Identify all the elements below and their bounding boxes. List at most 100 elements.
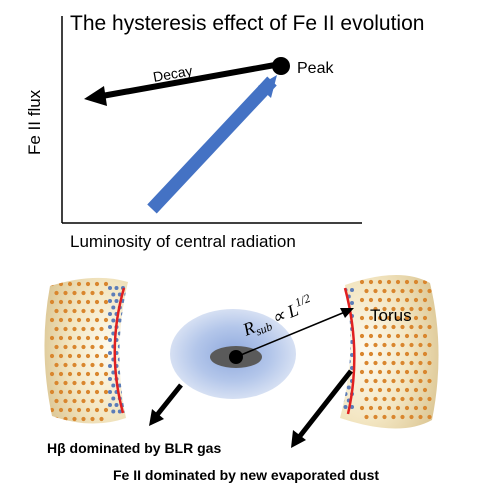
dust-grain [54,290,59,296]
dust-grain [63,416,68,422]
dust-grain [382,324,387,330]
dust-grain [368,405,374,411]
evaporated-dust-grain [111,370,116,375]
dust-grain [373,342,378,348]
evaporated-dust-grain [324,353,328,357]
evaporated-dust-grain [324,288,328,292]
dust-grain [81,362,86,368]
dust-grain [67,407,73,413]
dust-grain [99,326,104,332]
evaporated-dust-grain [131,319,135,323]
dust-grain [404,387,410,393]
dust-grain [422,333,428,339]
evaporated-dust-grain [111,318,116,323]
right-torus-body [340,274,439,429]
dust-grain [90,344,95,350]
evaporated-dust-grain [346,346,351,351]
evaporated-dust-grain [144,332,148,336]
dust-grain [85,371,91,377]
dust-grain [382,396,387,402]
dust-grain [382,288,387,294]
evaporated-dust-grain [127,286,128,290]
evaporated-dust-grain [327,295,331,299]
left-torus-body [44,277,128,424]
dust-grain [391,396,396,402]
dust-grain [99,416,104,422]
evaporated-dust-grain [124,383,128,388]
evaporated-dust-grain [131,345,135,349]
dust-grain [72,362,77,368]
evaporated-dust-grain [127,312,128,316]
dust-grain [368,351,374,357]
dust-grain [63,290,68,296]
evaporated-dust-grain [108,286,112,290]
dust-grain [58,335,64,341]
evaporated-dust-grain [144,410,148,414]
evaporated-dust-grain [131,293,135,297]
evaporated-dust-grain [346,385,351,390]
dust-grain [404,297,410,303]
dust-grain [422,279,428,285]
dust-grain [99,290,104,296]
dust-grain [67,281,73,287]
dust-grain [413,297,419,303]
evaporated-dust-grain [350,301,354,305]
evaporated-dust-grain [324,301,328,305]
evaporated-dust-grain [117,409,122,414]
evaporated-dust-grain [340,288,341,292]
dust-grain [418,396,423,402]
dust-grain [81,326,86,332]
dust-grain [382,378,387,384]
dust-grain [54,398,59,404]
evaporated-dust-grain [340,398,345,403]
dust-grain [400,360,405,366]
dust-grain [404,351,410,357]
dust-grain [63,308,68,314]
dust-grain [359,279,365,285]
dust-grain [94,299,100,305]
dust-grain [413,387,419,393]
evaporated-dust-grain [334,399,338,403]
evaporated-dust-grain [343,392,348,396]
dust-grain [368,387,374,393]
dust-grain [364,360,369,366]
dust-grain [377,369,383,375]
dust-grain [395,333,401,339]
dust-grain [386,333,392,339]
evaporated-dust-grain [334,334,338,338]
dust-grain [76,389,82,395]
dust-grain [81,416,86,422]
evaporated-dust-grain [137,306,141,310]
dust-grain [81,308,86,314]
dust-grain [94,353,100,359]
evaporated-dust-grain [121,338,125,342]
evaporated-dust-grain [127,403,128,407]
evaporated-dust-grain [111,396,116,401]
evaporated-dust-grain [121,390,125,394]
evaporated-dust-grain [108,377,112,381]
dust-grain [377,279,383,285]
dust-grain [409,378,414,384]
evaporated-dust-grain [117,370,122,375]
evaporated-dust-grain [334,308,338,312]
x-axis-label: Luminosity of central radiation [70,232,296,251]
evaporated-dust-grain [127,377,128,381]
dust-grain [395,387,401,393]
evaporated-dust-grain [350,288,354,292]
dust-grain [404,369,410,375]
evaporated-dust-grain [141,351,145,355]
dust-grain [85,389,91,395]
evaporated-dust-grain [127,351,128,355]
evaporated-dust-grain [144,371,148,375]
evaporated-dust-grain [327,347,331,351]
dust-grain [427,378,432,384]
dust-grain [413,279,419,285]
dust-grain [364,324,369,330]
evaporated-dust-grain [108,351,112,355]
evaporated-dust-grain [327,360,331,364]
dust-grain [382,306,387,312]
dust-grain [67,353,73,359]
dust-grain [377,387,383,393]
dust-grain [395,297,401,303]
dust-grain [85,353,91,359]
